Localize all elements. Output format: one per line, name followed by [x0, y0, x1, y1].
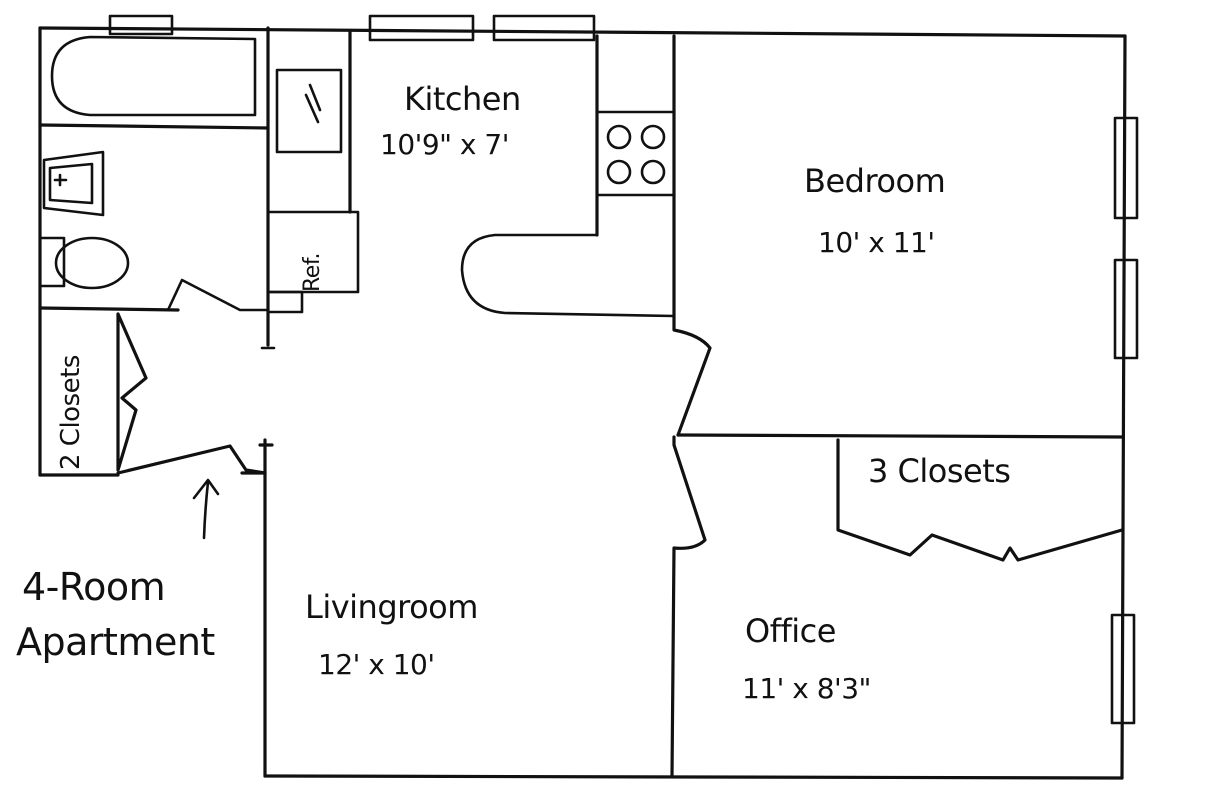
- burner-icon: [606, 124, 632, 150]
- window-kitchen-1: [368, 14, 475, 42]
- office-walls: [670, 435, 1124, 778]
- window-bedroom-1: [1113, 116, 1139, 220]
- burner-icon: [640, 159, 666, 185]
- plan-title-line2: Apartment: [16, 620, 215, 664]
- window-kitchen-2: [492, 14, 596, 42]
- cabinet: [275, 68, 343, 154]
- bathtub-icon: [50, 35, 257, 117]
- sink-icon: [42, 150, 105, 217]
- window-bedroom-2: [1113, 258, 1139, 360]
- bedroom-walls: [672, 316, 1124, 439]
- office-label: Office: [745, 612, 836, 650]
- window-bathroom: [108, 14, 174, 36]
- window-office: [1110, 613, 1136, 725]
- left-closets-label: 2 Closets: [56, 355, 86, 470]
- bedroom-label: Bedroom: [804, 162, 946, 200]
- plan-title-line1: 4-Room: [22, 565, 166, 609]
- burner-icon: [640, 124, 666, 150]
- toilet-tank-icon: [38, 236, 66, 288]
- kitchen-counter: [460, 34, 676, 320]
- bathroom: [38, 26, 270, 347]
- refrigerator: [266, 210, 360, 294]
- cabinet-mark-icon: [304, 83, 322, 124]
- left-closets: [116, 312, 274, 475]
- refrigerator-label: Ref.: [300, 253, 325, 292]
- utility-column: [260, 30, 360, 350]
- bathroom-door: [166, 278, 270, 312]
- office-size: 11' x 8'3": [742, 672, 871, 705]
- exterior-walls: [38, 26, 1127, 780]
- burner-icon: [606, 159, 632, 185]
- kitchen-size: 10'9" x 7': [380, 128, 509, 161]
- arrow-up-icon: [192, 478, 220, 540]
- toilet-bowl-icon: [54, 236, 130, 290]
- windows: [108, 14, 1139, 725]
- livingroom-label: Livingroom: [305, 588, 478, 626]
- bedroom-size: 10' x 11': [818, 226, 935, 259]
- office-closets-label: 3 Closets: [868, 452, 1011, 490]
- livingroom-size: 12' x 10': [318, 648, 435, 681]
- peninsula-counter: [460, 233, 676, 318]
- kitchen-label: Kitchen: [404, 80, 521, 118]
